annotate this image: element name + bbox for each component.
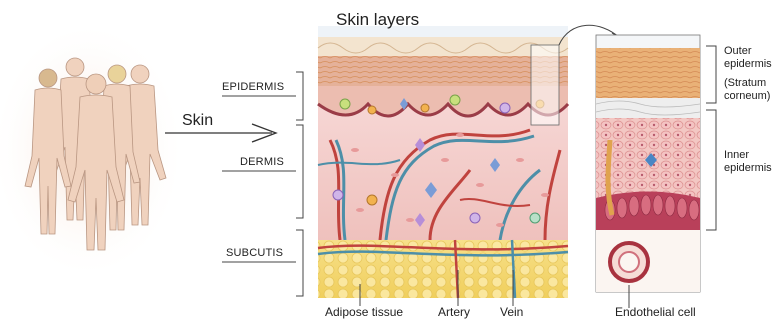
outer-epidermis-line1: Outer	[724, 45, 752, 58]
diagram-title: Skin layers	[336, 10, 419, 30]
outer-epidermis-line2: epidermis	[724, 58, 772, 71]
adipose-tissue-label: Adipose tissue	[325, 305, 403, 319]
inner-epidermis-line1: Inner	[724, 149, 749, 162]
people-illustration	[0, 30, 178, 270]
outer-epidermis-line3: (Stratum	[724, 77, 766, 90]
vein-label: Vein	[500, 305, 523, 319]
artery-label: Artery	[438, 305, 470, 319]
epidermis-detail-panel	[596, 35, 700, 308]
inner-epidermis-line2: epidermis	[724, 162, 772, 175]
epidermis-label: EPIDERMIS	[222, 81, 284, 93]
endothelial-cell-label: Endothelial cell	[615, 305, 696, 319]
outer-epidermis-line4: corneum)	[724, 90, 770, 103]
skin-cross-section	[318, 25, 620, 298]
detail-brackets	[706, 46, 716, 230]
skin-arrow-label: Skin	[182, 112, 213, 130]
dermis-label: DERMIS	[240, 156, 284, 168]
subcutis-label: SUBCUTIS	[226, 247, 283, 259]
layer-brackets	[222, 72, 303, 296]
